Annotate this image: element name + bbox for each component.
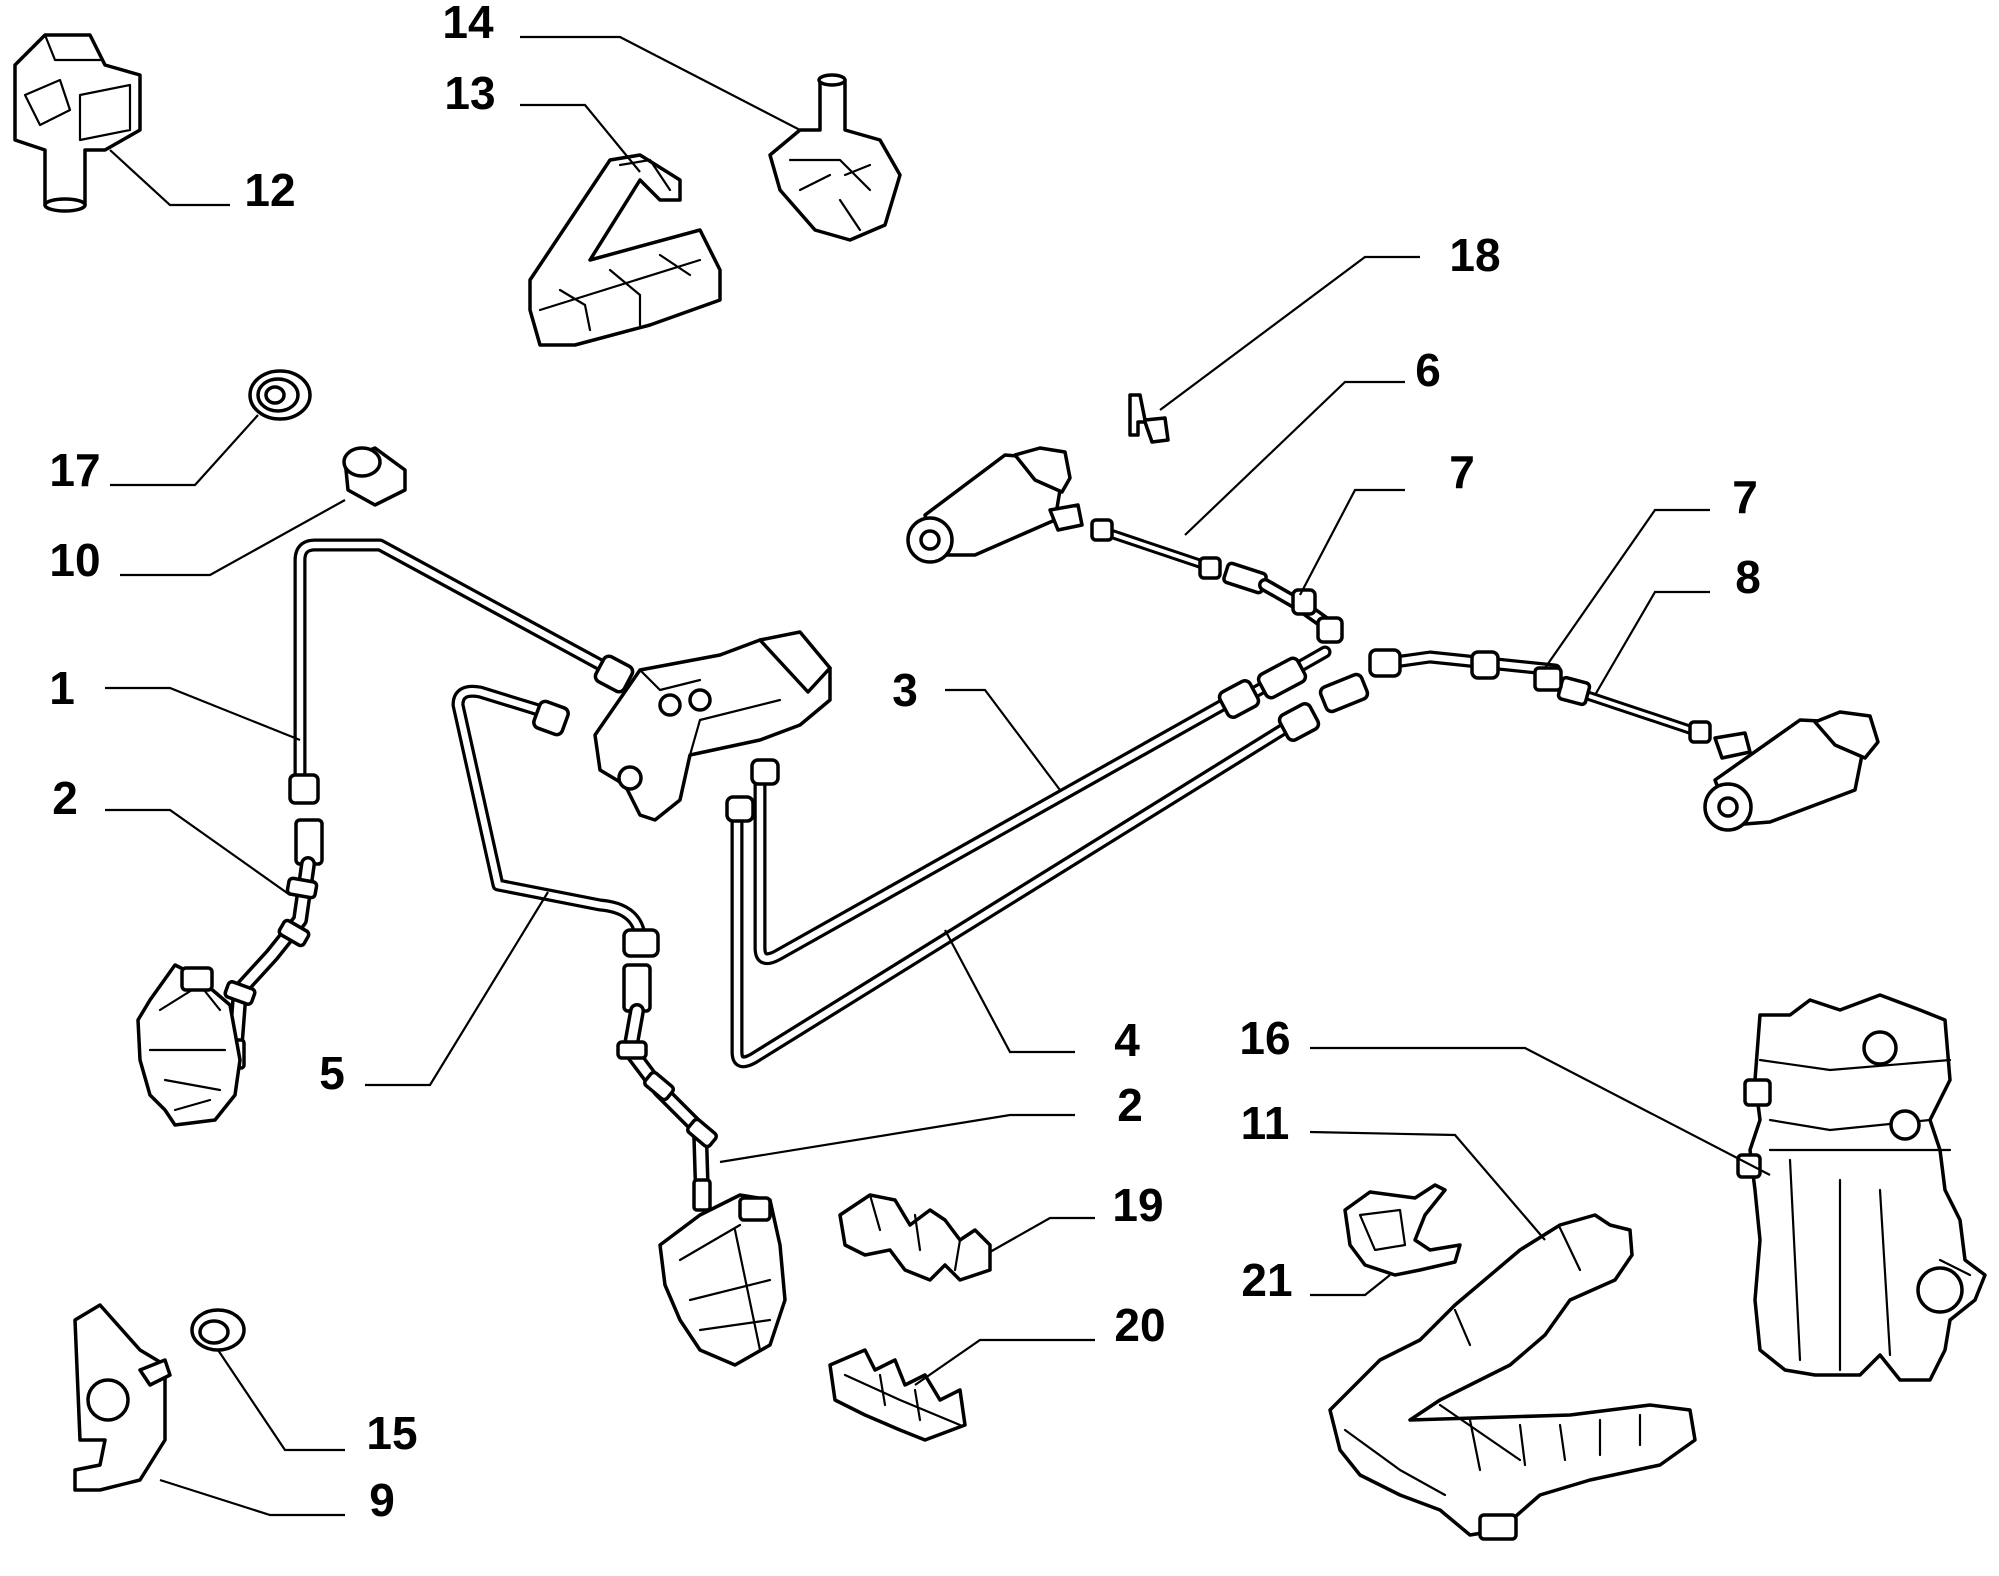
part-17-grommet xyxy=(248,369,312,421)
callout-18: 18 xyxy=(1449,229,1500,281)
callout-5: 5 xyxy=(319,1047,345,1099)
callout-9: 9 xyxy=(369,1474,395,1526)
leader-c8 xyxy=(1594,590,1710,696)
leader-c7a xyxy=(1299,488,1405,596)
leader-c17 xyxy=(110,414,259,487)
wheel-cylinder-left xyxy=(906,446,1084,564)
brake-caliper-right xyxy=(658,1193,787,1367)
callout-13: 13 xyxy=(444,67,495,119)
brake-hose-right xyxy=(616,1003,718,1212)
leader-c7b xyxy=(1544,508,1710,669)
brake-hose-8 xyxy=(1533,666,1712,744)
leader-c13 xyxy=(520,103,641,173)
callout-12: 12 xyxy=(244,164,295,216)
leader-c4 xyxy=(944,929,1075,1054)
callout-20: 20 xyxy=(1114,1299,1165,1351)
part-19-clip xyxy=(838,1193,992,1282)
pipe-4 xyxy=(730,715,1302,1069)
leader-c21 xyxy=(1310,1274,1391,1297)
leader-c14 xyxy=(520,35,801,131)
callout-3: 3 xyxy=(892,664,918,716)
callout-4: 4 xyxy=(1114,1014,1140,1066)
master-cylinder xyxy=(593,630,832,822)
leader-c3 xyxy=(945,688,1061,791)
part-10-bushing xyxy=(342,446,407,507)
part-20-clip xyxy=(828,1348,967,1442)
pipe-right-lower xyxy=(1388,650,1562,677)
callout-2b: 2 xyxy=(1117,1079,1143,1131)
leader-c15 xyxy=(217,1349,345,1452)
leader-c9 xyxy=(159,1478,345,1517)
leader-c2b xyxy=(719,1113,1075,1164)
leader-c19 xyxy=(989,1216,1095,1253)
leader-c20 xyxy=(914,1338,1095,1386)
part-14-clip xyxy=(768,73,902,242)
callout-10: 10 xyxy=(49,534,100,586)
leader-c2a xyxy=(105,808,291,896)
pipe-fittings xyxy=(288,648,1500,1013)
leader-c5 xyxy=(365,891,549,1087)
part-13-clip xyxy=(528,153,722,347)
leader-c16 xyxy=(1310,1046,1771,1176)
part-9-bracket xyxy=(73,1303,172,1492)
callout-15: 15 xyxy=(366,1407,417,1459)
part-18-clip xyxy=(1128,393,1170,444)
callout-19: 19 xyxy=(1112,1179,1163,1231)
callout-21: 21 xyxy=(1241,1254,1292,1306)
callout-8: 8 xyxy=(1735,551,1761,603)
part-12-clip xyxy=(13,33,142,213)
part-16-bracket xyxy=(1736,993,1987,1382)
brake-hose-6 xyxy=(1090,518,1344,644)
leader-lines xyxy=(105,35,1771,1517)
leader-c12 xyxy=(109,149,230,207)
callout-7b: 7 xyxy=(1732,471,1758,523)
part-21-clip xyxy=(1343,1183,1462,1277)
callout-7a: 7 xyxy=(1449,446,1475,498)
callout-17: 17 xyxy=(49,444,100,496)
callout-1: 1 xyxy=(49,662,75,714)
callout-labels: 1 2 2 3 4 5 6 7 7 8 9 10 11 12 13 14 15 … xyxy=(49,0,1761,1526)
pipe-5 xyxy=(451,684,647,942)
brake-hose-left xyxy=(223,856,319,1070)
callout-11: 11 xyxy=(1241,1097,1290,1149)
part-11-bracket xyxy=(1328,1213,1697,1541)
callout-2a: 2 xyxy=(52,772,78,824)
leader-c10 xyxy=(120,499,346,577)
callout-16: 16 xyxy=(1239,1012,1290,1064)
pipe-1 xyxy=(293,538,617,792)
part-15-grommet xyxy=(190,1308,246,1352)
leader-c1 xyxy=(105,686,301,742)
brake-caliper-left xyxy=(136,963,242,1127)
leader-c6 xyxy=(1184,380,1405,536)
leader-c18 xyxy=(1159,255,1420,411)
callout-14: 14 xyxy=(442,0,494,48)
wheel-cylinder-right xyxy=(1703,710,1880,832)
leader-c11 xyxy=(1309,1130,1546,1241)
callout-6: 6 xyxy=(1415,344,1441,396)
pipe-3 xyxy=(753,691,1242,966)
